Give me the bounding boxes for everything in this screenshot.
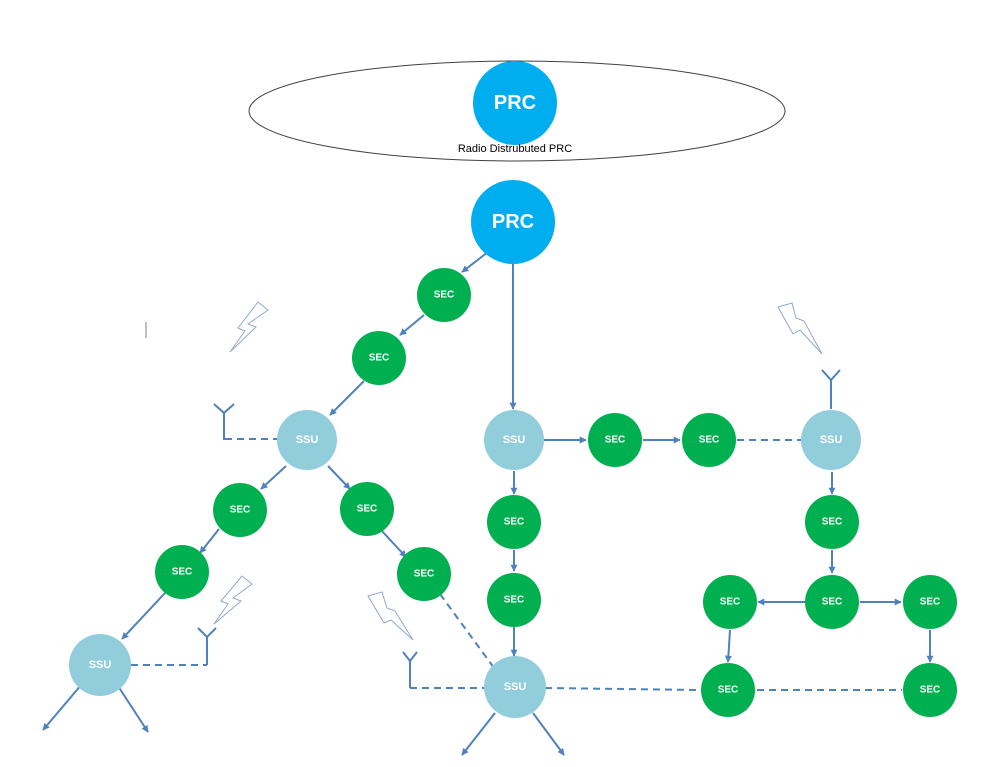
antennas (197, 369, 841, 688)
sec-node (417, 268, 471, 322)
link-ssu4-out-left (461, 712, 496, 756)
ssu-node-label: SSU (503, 434, 526, 446)
link-ssu1-sec3 (260, 465, 287, 490)
sec-node (487, 495, 541, 549)
sec-node-label: SEC (720, 597, 741, 608)
sec-node-label: SEC (434, 290, 455, 301)
radio-prc-node (473, 61, 557, 145)
prc-node (471, 180, 555, 264)
link-ssu2-out-left (42, 683, 83, 731)
sec-node-label: SEC (369, 353, 390, 364)
sec-node-label: SEC (822, 597, 843, 608)
sec-node-label: SEC (920, 597, 941, 608)
link-ssu1-sec4 (327, 465, 351, 490)
link-ssu2-out-right (117, 685, 149, 733)
antenna-icon (402, 651, 418, 688)
sec-node (682, 413, 736, 467)
link-sec3-sec5 (199, 528, 220, 554)
link-sec4-sec6 (380, 529, 407, 558)
ssu-node-label: SSU (89, 659, 112, 671)
dash-sec6-ssu4 (439, 593, 498, 673)
sec-node-label: SEC (357, 504, 378, 515)
lightning-icon (777, 302, 823, 355)
sec-node (703, 575, 757, 629)
sec-node-label: SEC (699, 435, 720, 446)
sec-node (340, 482, 394, 536)
sec-node-label: SEC (504, 595, 525, 606)
link-prc-sec1 (461, 251, 489, 273)
dash-ssu4-sec15 (544, 687, 701, 691)
links (42, 251, 934, 756)
ssu-node-label: SSU (820, 434, 843, 446)
sec-node (903, 575, 957, 629)
ssu-node-label: SSU (296, 434, 319, 446)
sec-node (352, 331, 406, 385)
sec-node-label: SEC (172, 567, 193, 578)
radio-ellipse (248, 60, 786, 162)
sec-node (805, 495, 859, 549)
sec-node-label: SEC (230, 505, 251, 516)
sec-node (805, 575, 859, 629)
ssu-node (801, 410, 861, 470)
radio-prc-label: PRC (494, 92, 536, 114)
sec-node (213, 483, 267, 537)
sec-node (487, 573, 541, 627)
lightning-icon (213, 575, 253, 625)
link-sec5-ssu2 (121, 592, 166, 640)
sec-node-label: SEC (414, 569, 435, 580)
sec-node-label: SEC (920, 685, 941, 696)
lightning-icon (367, 591, 414, 641)
antenna-icon (821, 369, 841, 409)
radio-distributed-group: PRC Radio Distrubuted PRC (248, 60, 786, 162)
lightnings (213, 301, 823, 641)
link-sec1-sec2 (399, 314, 425, 336)
ssu-node (277, 410, 337, 470)
sec-node (397, 547, 451, 601)
ssu-node-label: SSU (504, 681, 527, 693)
sec-node (588, 413, 642, 467)
link-sec2-ssu1 (329, 380, 365, 416)
prc-node-label: PRC (492, 211, 534, 233)
lightning-icon (229, 301, 269, 353)
sec-node-label: SEC (822, 517, 843, 528)
link-ssu4-out-right (532, 712, 565, 756)
ssu-node (69, 634, 131, 696)
sec-node (701, 663, 755, 717)
sec-node-label: SEC (504, 517, 525, 528)
antenna-icon (197, 627, 217, 665)
antenna-icon (213, 403, 235, 440)
radio-links (131, 438, 902, 691)
radio-caption: Radio Distrubuted PRC (458, 143, 572, 155)
sec-node-label: SEC (605, 435, 626, 446)
link-sec13-sec15 (724, 629, 732, 663)
ssu-node (484, 410, 544, 470)
ssu-node (484, 656, 546, 718)
nodes: PRC SEC SEC SEC SEC SEC SEC SEC SEC SEC … (69, 180, 957, 718)
sec-node (155, 545, 209, 599)
sec-node (903, 663, 957, 717)
sec-node-label: SEC (718, 685, 739, 696)
